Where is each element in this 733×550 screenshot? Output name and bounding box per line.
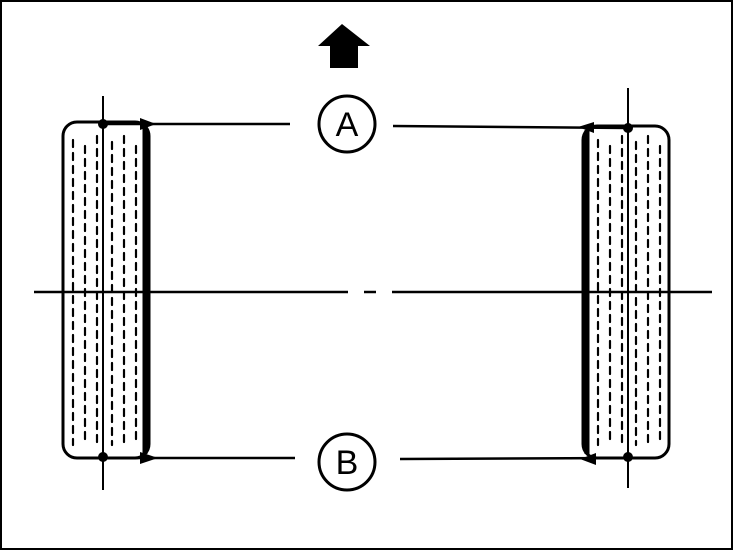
- measurement-line-a: [103, 118, 629, 133]
- measurement-line-b: [103, 452, 629, 465]
- label-a-marker: A: [317, 94, 377, 154]
- up-arrow-icon: [318, 24, 370, 68]
- right-rear-point: [623, 452, 633, 462]
- label-b-marker: B: [317, 432, 377, 492]
- left-wheel: [61, 96, 151, 490]
- right-wheel: [581, 88, 671, 488]
- label-a: A: [336, 106, 359, 144]
- label-b: B: [336, 444, 359, 482]
